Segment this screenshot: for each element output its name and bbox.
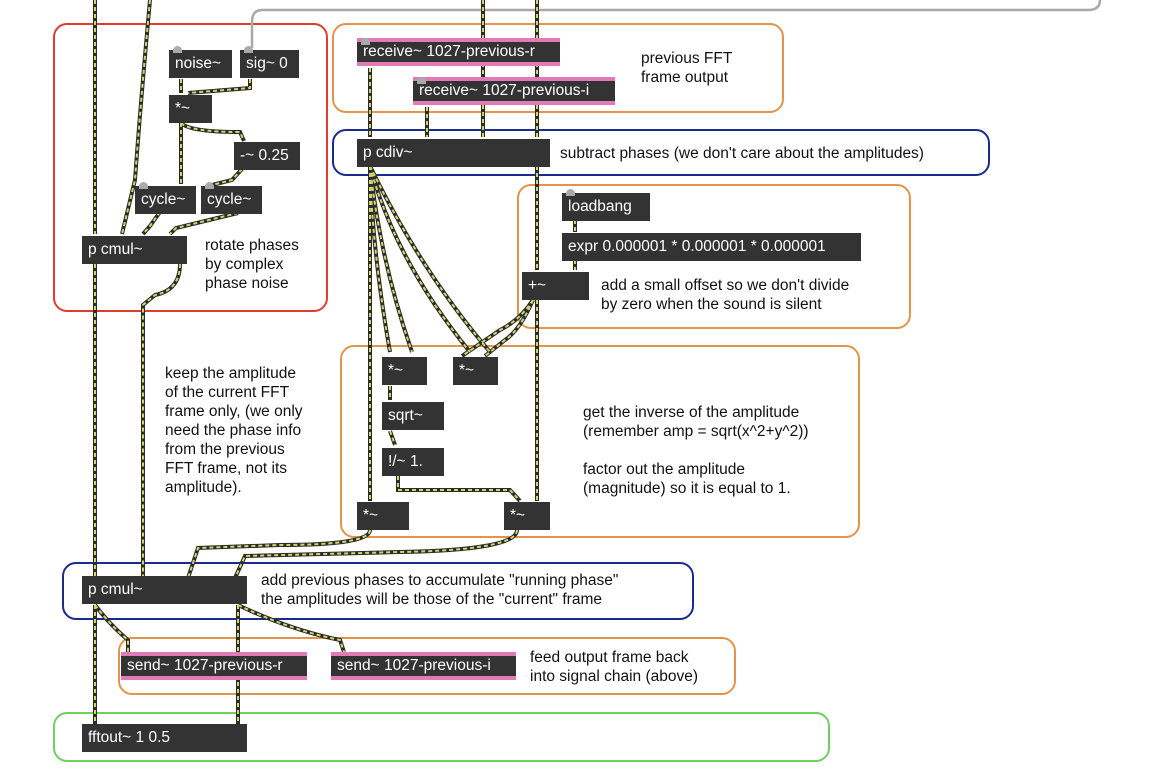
fftout-object[interactable]: fftout~ 1 0.5 <box>82 724 247 752</box>
receive-r-object[interactable]: receive~ 1027-previous-r <box>357 38 560 66</box>
send-i-label: send~ 1027-previous-i <box>337 657 491 674</box>
keep-amplitude-comment: keep the amplitude of the current FFT fr… <box>165 365 303 496</box>
inverse-amplitude-comment: get the inverse of the amplitude (rememb… <box>583 404 809 497</box>
feedback-panel <box>118 637 736 695</box>
accumulate-panel <box>62 562 694 620</box>
previous-frame-panel <box>332 23 784 113</box>
accumulate-comment: add previous phases to accumulate "runni… <box>261 572 619 608</box>
bang-indicator <box>361 38 370 45</box>
send-i-object[interactable]: send~ 1027-previous-i <box>331 652 516 680</box>
sqrt-object[interactable]: sqrt~ <box>382 402 444 430</box>
pcmul-label: p cmul~ <box>88 241 143 258</box>
bang-indicator <box>205 182 214 189</box>
pcdiv-object[interactable]: p cdiv~ <box>357 139 550 167</box>
cycle-object-2[interactable]: cycle~ <box>201 182 262 214</box>
loadbang-label: loadbang <box>568 198 632 215</box>
plus-object[interactable]: +~ <box>522 272 589 300</box>
bang-indicator <box>139 182 148 189</box>
multiply-object-d[interactable]: *~ <box>504 502 550 530</box>
feedback-comment: feed output frame back into signal chain… <box>530 649 699 685</box>
noise-object[interactable]: noise~ <box>169 46 232 78</box>
reverse-divide-label: !/~ 1. <box>388 453 423 470</box>
bang-indicator <box>244 46 253 53</box>
multiply-label: *~ <box>175 100 191 117</box>
previous-frame-comment: previous FFT frame output <box>641 50 733 86</box>
pcmul-bottom-object[interactable]: p cmul~ <box>82 576 247 604</box>
multiply-object-c[interactable]: *~ <box>357 502 409 530</box>
subtract-label: -~ 0.25 <box>240 147 289 164</box>
cycle-label: cycle~ <box>141 191 186 208</box>
expr-label: expr 0.000001 * 0.000001 * 0.000001 <box>568 238 826 255</box>
sig-label: sig~ 0 <box>246 55 288 72</box>
multiply-noise-object[interactable]: *~ <box>169 95 212 123</box>
offset-comment: add a small offset so we don't divide by… <box>601 277 850 313</box>
pcdiv-label: p cdiv~ <box>363 144 413 161</box>
noise-label: noise~ <box>175 55 222 72</box>
cycle-label: cycle~ <box>207 191 252 208</box>
cycle-object-1[interactable]: cycle~ <box>135 182 196 214</box>
plus-label: +~ <box>528 277 547 294</box>
pcmul-label: p cmul~ <box>88 581 143 598</box>
multiply-object-a[interactable]: *~ <box>382 357 427 385</box>
multiply-label: *~ <box>388 362 404 379</box>
multiply-label: *~ <box>363 507 379 524</box>
multiply-label: *~ <box>459 362 475 379</box>
sqrt-label: sqrt~ <box>388 407 423 424</box>
offset-panel <box>517 184 911 329</box>
subtract-phases-comment: subtract phases (we don't care about the… <box>560 145 924 162</box>
multiply-object-b[interactable]: *~ <box>453 357 498 385</box>
output-panel <box>53 712 830 762</box>
sig-object[interactable]: sig~ 0 <box>240 46 299 78</box>
send-r-label: send~ 1027-previous-r <box>127 657 283 674</box>
normalize-panel <box>340 345 860 538</box>
subtract-phases-panel <box>332 129 990 176</box>
receive-i-label: receive~ 1027-previous-i <box>419 82 590 99</box>
rotate-comment: rotate phases by complex phase noise <box>205 237 299 292</box>
receive-r-label: receive~ 1027-previous-r <box>363 43 535 60</box>
bang-indicator <box>173 46 182 53</box>
reverse-divide-object[interactable]: !/~ 1. <box>382 448 444 476</box>
receive-i-object[interactable]: receive~ 1027-previous-i <box>413 77 615 105</box>
fftout-label: fftout~ 1 0.5 <box>88 729 171 746</box>
subtract-object[interactable]: -~ 0.25 <box>234 142 300 170</box>
bang-indicator <box>417 77 426 84</box>
send-r-object[interactable]: send~ 1027-previous-r <box>121 652 307 680</box>
pcmul-top-object[interactable]: p cmul~ <box>82 236 187 264</box>
bang-indicator <box>566 189 575 196</box>
expr-object[interactable]: expr 0.000001 * 0.000001 * 0.000001 <box>562 233 861 261</box>
control-cord <box>250 0 1102 48</box>
phase-noise-panel <box>53 23 328 312</box>
multiply-label: *~ <box>510 507 526 524</box>
loadbang-object[interactable]: loadbang <box>562 189 650 221</box>
